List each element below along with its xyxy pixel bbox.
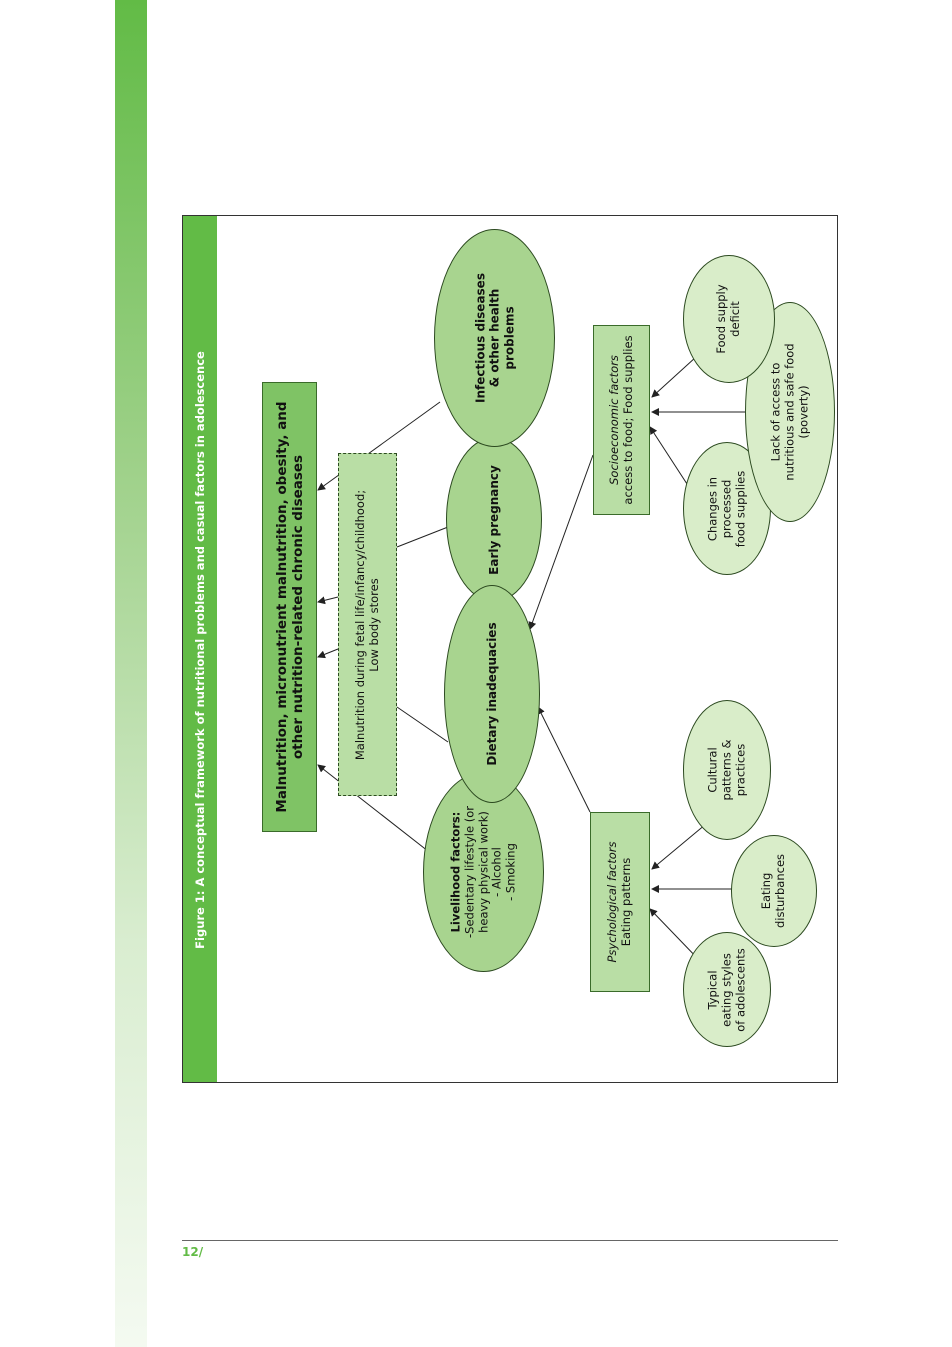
socioeconomic-heading: Socioeconomic factors [606, 355, 621, 485]
infectious-line-2: & other health [487, 288, 502, 388]
page-number: 12/ [182, 1245, 204, 1259]
lack-line-3: (poverty) [795, 385, 810, 439]
cultural-line-3: practices [732, 743, 747, 797]
connector-dietary-outcome [396, 706, 449, 743]
connector-pregnancy-fetal [396, 526, 449, 548]
connector-psychological-dietary [537, 706, 591, 813]
outcome-box: Malnutrition, micronutrient malnutrition… [262, 382, 317, 832]
typical-line-2: eating styles [719, 952, 734, 1027]
connector-fetal-outcome-2 [317, 596, 339, 605]
infectious-line-1: Infectious diseases [472, 273, 487, 403]
pregnancy-label: Early pregnancy [486, 464, 501, 575]
lack-of-access-ellipse: Lack of access to nutritious and safe fo… [745, 302, 835, 522]
livelihood-line-3: - Alcohol [489, 847, 504, 897]
infectious-diseases-ellipse: Infectious diseases & other health probl… [434, 229, 555, 447]
psychological-factors-box: Psychological factors Eating patterns [590, 812, 650, 992]
psychological-line-1: Eating patterns [619, 857, 633, 947]
livelihood-line-2: heavy physical work) [475, 811, 490, 933]
connector-socioeconomic-dietary [528, 454, 594, 630]
outcome-line-1: Malnutrition, micronutrient malnutrition… [273, 401, 290, 813]
socioeconomic-factors-box: Socioeconomic factors access to food; Fo… [593, 325, 650, 515]
disturbances-line-2: disturbances [773, 853, 787, 929]
fetal-malnutrition-box: Malnutrition during fetal life/infancy/c… [338, 453, 397, 796]
figure-title-bar: Figure 1: A conceptual framework of nutr… [183, 216, 217, 1082]
early-pregnancy-ellipse: Early pregnancy [446, 437, 542, 602]
footer-rule [182, 1240, 838, 1241]
dietary-inadequacies-ellipse: Dietary inadequacies [444, 585, 540, 803]
fetal-line-2: Low body stores [366, 577, 381, 672]
outcome-line-2: other nutrition-related chronic diseases [289, 454, 306, 760]
cultural-line-1: Cultural [705, 747, 720, 793]
food-supply-deficit-ellipse: Food supply deficit [683, 255, 775, 383]
changes-line-3: food supplies [732, 470, 747, 547]
changes-line-2: processed [719, 479, 734, 538]
deficit-line-1: Food supply [714, 284, 729, 354]
typical-line-1: Typical [705, 969, 720, 1010]
deficit-line-2: deficit [728, 301, 742, 337]
disturbances-line-1: Eating [759, 872, 774, 910]
cultural-patterns-ellipse: Cultural patterns & practices [683, 700, 771, 840]
connector-fetal-outcome-1 [317, 648, 339, 659]
livelihood-factors-ellipse: Livelihood factors: -Sedentary lifestyle… [423, 772, 544, 972]
eating-disturbances-ellipse: Eating disturbances [731, 835, 817, 947]
cultural-line-2: patterns & [719, 739, 734, 801]
dietary-label: Dietary inadequacies [484, 622, 499, 766]
livelihood-heading: Livelihood factors: [448, 811, 463, 933]
changes-line-1: Changes in [705, 476, 720, 541]
figure-title: Figure 1: A conceptual framework of nutr… [193, 351, 207, 949]
livelihood-line-1: -Sedentary lifestyle (or [461, 806, 476, 938]
socioeconomic-line-1: access to food; Food supplies [620, 335, 635, 505]
connector-livelihood-outcome [317, 764, 434, 856]
psychological-heading: Psychological factors [605, 841, 620, 963]
infectious-line-3: problems [501, 306, 516, 370]
fetal-line-1: Malnutrition during fetal life/infancy/c… [352, 489, 367, 760]
lack-line-2: nutritious and safe food [782, 343, 797, 481]
left-color-stripe [115, 0, 147, 1347]
figure-frame: Figure 1: A conceptual framework of nutr… [182, 215, 838, 1083]
lack-line-1: Lack of access to [768, 362, 783, 462]
diagram-area: Malnutrition, micronutrient malnutrition… [218, 217, 837, 1082]
typical-eating-styles-ellipse: Typical eating styles of adolescents [683, 932, 771, 1047]
typical-line-3: of adolescents [732, 947, 747, 1032]
livelihood-line-4: - Smoking [503, 843, 518, 901]
